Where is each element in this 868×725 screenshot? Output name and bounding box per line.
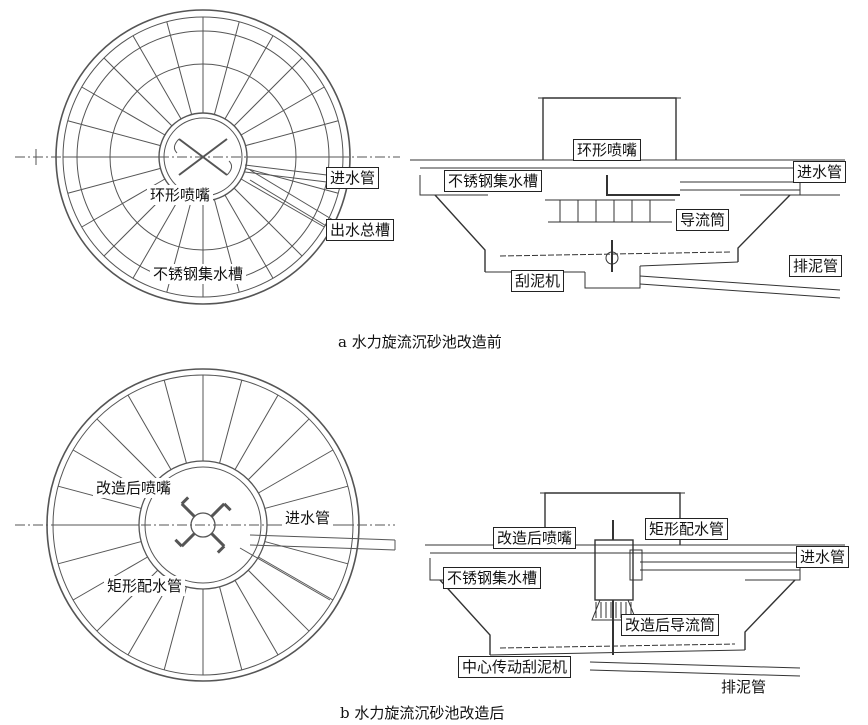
radial-beam — [245, 167, 339, 194]
right-wall-slope — [737, 194, 791, 262]
label-a-plan-inlet-pipe: 进水管 — [326, 167, 380, 189]
label-a-sec-collection-trough: 不锈钢集水槽 — [444, 170, 543, 192]
distributor-arm — [180, 532, 196, 548]
radial-beam — [224, 35, 274, 120]
radial-beam — [67, 167, 161, 194]
radial-beam — [234, 580, 279, 656]
radial-beam — [163, 379, 187, 464]
sludge-pipe-top — [639, 275, 841, 291]
radial-beam — [234, 394, 279, 470]
radial-beam — [219, 586, 243, 671]
radial-beam — [264, 541, 349, 565]
caption-a: a 水力旋流沉砂池改造前 — [338, 333, 502, 351]
outlet-channel-edge — [239, 547, 331, 601]
right-wall-top — [740, 175, 801, 196]
left-wall-slope — [434, 194, 486, 272]
radial-beam — [132, 194, 182, 279]
label-a-plan-ring-nozzle: 环形喷嘴 — [147, 185, 214, 205]
radial-beam — [57, 541, 142, 565]
sludge-pipe-bottom — [589, 669, 801, 677]
radial-beam — [245, 120, 339, 147]
radial-beam — [81, 86, 166, 136]
label-b-sec-central-scraper: 中心传动刮泥机 — [458, 656, 572, 678]
label-b-sec-sludge-pipe: 排泥管 — [718, 677, 770, 697]
radial-beam — [240, 86, 325, 136]
sludge-pipe-top — [589, 661, 801, 669]
outlet-channel-edge — [249, 179, 334, 231]
right-wall-slope — [744, 579, 796, 650]
label-a-sec-scraper: 刮泥机 — [511, 270, 565, 292]
label-a-plan-outlet-channel: 出水总槽 — [326, 219, 395, 241]
scraper-arm — [499, 643, 736, 649]
distributor-arm-tip — [174, 538, 183, 548]
nozzle-hook — [173, 138, 180, 154]
plan-view-after — [15, 368, 396, 682]
inlet-pipe-edge — [244, 171, 336, 184]
caption-b: b 水力旋流沉砂池改造后 — [340, 704, 505, 722]
label-a-sec-inlet-pipe: 进水管 — [793, 161, 847, 183]
label-b-sec-inlet-pipe: 进水管 — [796, 546, 850, 568]
radial-beam — [247, 418, 310, 481]
distributor-column — [594, 539, 634, 601]
label-a-sec-ring-nozzle: 环形喷嘴 — [573, 139, 642, 161]
scraper-arm — [499, 251, 731, 257]
radial-beam — [103, 57, 173, 127]
section-view-before — [410, 97, 845, 299]
inlet-pipe-edge — [249, 544, 396, 551]
distributor-arm — [210, 532, 226, 548]
sludge-pit — [584, 266, 641, 289]
distributor-arm-tip — [180, 496, 190, 505]
radial-beam — [132, 35, 182, 120]
radial-beam — [96, 418, 159, 481]
radial-beam — [166, 21, 193, 115]
label-b-plan-new-nozzle: 改造后喷嘴 — [93, 478, 175, 498]
radial-beam — [127, 394, 172, 470]
radial-beam — [247, 569, 310, 632]
floor-right — [639, 261, 739, 267]
radial-beam — [258, 449, 334, 494]
label-b-plan-rect-distributor: 矩形配水管 — [104, 576, 186, 596]
left-wall-top — [419, 175, 488, 196]
inner-pipe — [606, 175, 680, 196]
inlet-pipe-edge — [244, 164, 336, 177]
radial-beam — [163, 586, 187, 671]
radial-beam — [213, 21, 240, 115]
radial-beam — [219, 379, 243, 464]
radial-beam — [233, 57, 303, 127]
floor — [489, 649, 746, 656]
distributor-arm — [180, 502, 196, 518]
label-b-sec-new-guide-cylinder: 改造后导流筒 — [621, 614, 720, 636]
distributor-arm-tip — [223, 502, 232, 512]
right-wall-top — [745, 558, 801, 581]
radial-beam — [233, 187, 303, 257]
radial-beam — [258, 556, 334, 601]
label-a-sec-sludge-pipe: 排泥管 — [789, 255, 843, 277]
radial-beam — [67, 120, 161, 147]
label-b-sec-rect-distributor: 矩形配水管 — [645, 518, 729, 540]
distributor-outlet — [629, 549, 643, 581]
label-a-sec-guide-cylinder: 导流筒 — [676, 209, 730, 231]
plan-view-before — [15, 9, 400, 305]
label-b-sec-collection-trough: 不锈钢集水槽 — [443, 567, 542, 589]
label-a-plan-collection-trough: 不锈钢集水槽 — [150, 264, 247, 284]
inlet-pipe-edge — [249, 534, 396, 541]
distributor-arm — [210, 502, 226, 518]
scraper-hub — [605, 251, 619, 265]
left-wall-slope — [439, 579, 491, 655]
label-b-plan-inlet-pipe: 进水管 — [282, 508, 334, 528]
nozzle-hook — [226, 160, 233, 176]
radial-beam — [240, 178, 325, 228]
radial-beam — [224, 194, 274, 279]
label-b-sec-new-nozzle: 改造后喷嘴 — [493, 527, 577, 549]
sludge-pipe-bottom — [639, 283, 841, 299]
outlet-channel-edge — [249, 169, 334, 221]
distributor-arm-tip — [216, 545, 226, 554]
radial-beam — [264, 485, 349, 509]
